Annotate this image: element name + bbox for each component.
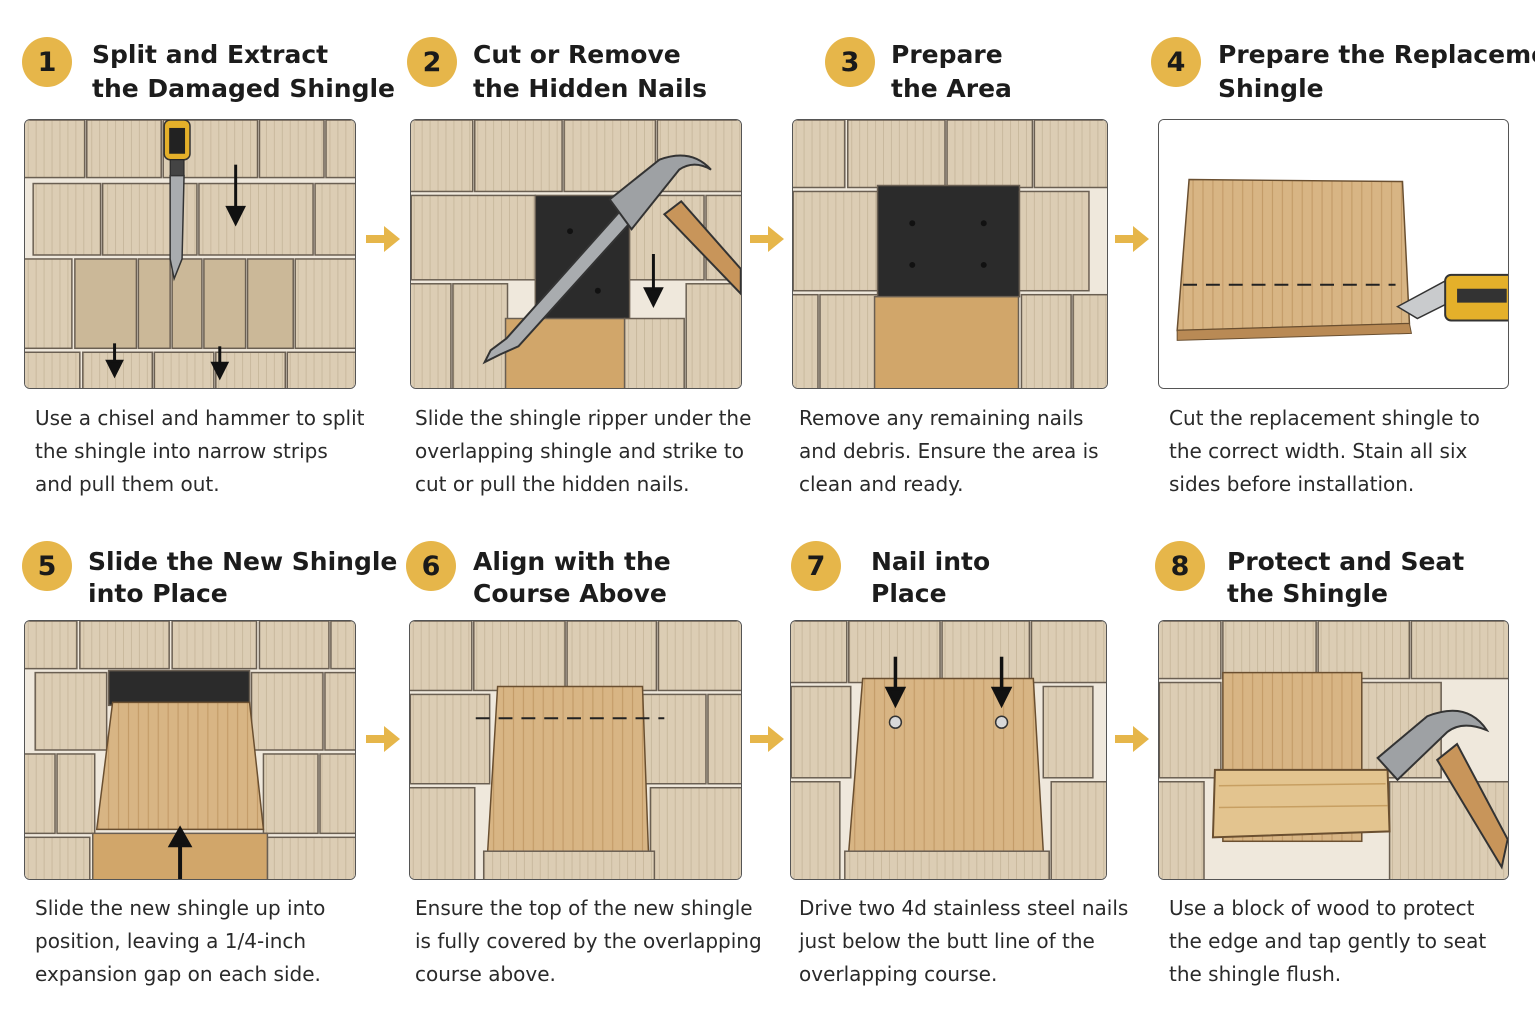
step-title: Prepare the Area bbox=[891, 40, 1012, 103]
right-arrow-icon bbox=[366, 226, 400, 252]
step-illustration bbox=[410, 119, 742, 389]
step-illustration bbox=[792, 119, 1108, 389]
step-title: Split and Extract the Damaged Shingle bbox=[92, 40, 395, 103]
right-arrow-icon bbox=[750, 226, 784, 252]
step-description: Drive two 4d stainless steel nails just … bbox=[799, 896, 1129, 986]
step-illustration bbox=[790, 620, 1107, 880]
step-number-badge: 2 bbox=[407, 37, 457, 87]
step-number-badge: 4 bbox=[1151, 37, 1201, 87]
step-description: Slide the shingle ripper under the overl… bbox=[415, 406, 752, 496]
step-description: Remove any remaining nails and debris. E… bbox=[799, 406, 1099, 496]
right-arrow-icon bbox=[1115, 226, 1149, 252]
step-description: Cut the replacement shingle to the corre… bbox=[1169, 406, 1480, 496]
step-title: Nail into Place bbox=[871, 547, 991, 608]
step-description: Use a block of wood to protect the edge … bbox=[1169, 896, 1487, 986]
step-illustration bbox=[24, 119, 356, 389]
step-title: Prepare the Replacement Shingle bbox=[1218, 40, 1535, 103]
step-description: Slide the new shingle up into position, … bbox=[35, 896, 326, 986]
step-description: Use a chisel and hammer to split the shi… bbox=[35, 406, 365, 496]
step-number-badge: 8 bbox=[1155, 541, 1205, 591]
right-arrow-icon bbox=[366, 726, 400, 752]
step-number-badge: 1 bbox=[22, 37, 72, 87]
step-illustration bbox=[24, 620, 356, 880]
step-number-badge: 3 bbox=[825, 37, 875, 87]
step-number-badge: 7 bbox=[791, 541, 841, 591]
step-number-badge: 5 bbox=[22, 541, 72, 591]
step-description: Ensure the top of the new shingle is ful… bbox=[415, 896, 762, 986]
step-number-badge: 6 bbox=[406, 541, 456, 591]
step-title: Align with the Course Above bbox=[473, 547, 671, 608]
step-illustration bbox=[1158, 119, 1509, 389]
step-title: Cut or Remove the Hidden Nails bbox=[473, 40, 707, 103]
step-illustration bbox=[1158, 620, 1509, 880]
step-illustration bbox=[409, 620, 742, 880]
step-title: Slide the New Shingle into Place bbox=[88, 547, 398, 608]
right-arrow-icon bbox=[750, 726, 784, 752]
right-arrow-icon bbox=[1115, 726, 1149, 752]
step-title: Protect and Seat the Shingle bbox=[1227, 547, 1465, 608]
